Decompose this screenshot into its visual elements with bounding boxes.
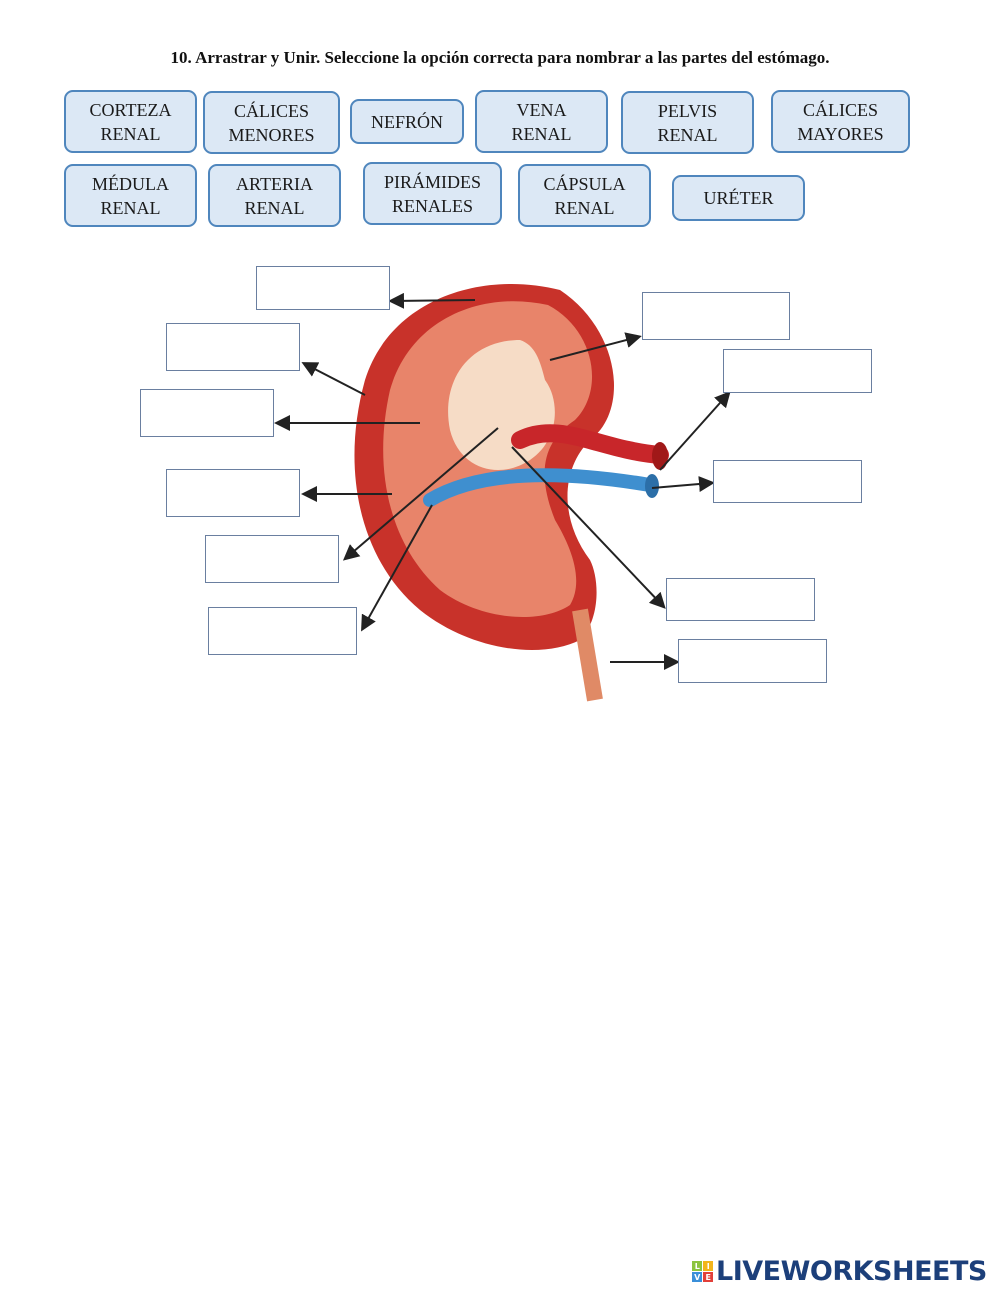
instruction-title: 10. Arrastrar y Unir. Seleccione la opci… [170,48,830,67]
option-calices-menores[interactable]: CÁLICES MENORES [203,91,340,154]
logo-letter: L [692,1261,702,1271]
option-capsula-renal[interactable]: CÁPSULA RENAL [518,164,651,227]
drop-zone-3[interactable] [140,389,274,437]
option-corteza-renal[interactable]: CORTEZA RENAL [64,90,197,153]
liveworksheets-logo: L I V E LIVEWORKSHEETS [692,1256,987,1287]
drop-zone-5[interactable] [205,535,339,583]
logo-text: LIVEWORKSHEETS [716,1256,987,1287]
option-arteria-renal[interactable]: ARTERIA RENAL [208,164,341,227]
drop-zone-10[interactable] [666,578,815,621]
drop-zone-2[interactable] [166,323,300,371]
drop-zone-7[interactable] [642,292,790,340]
option-calices-mayores[interactable]: CÁLICES MAYORES [771,90,910,153]
option-vena-renal[interactable]: VENA RENAL [475,90,608,153]
logo-letter: E [703,1272,713,1282]
logo-icon: L I V E [692,1261,713,1282]
drop-zone-8[interactable] [723,349,872,393]
option-ureter[interactable]: URÉTER [672,175,805,221]
drop-zone-6[interactable] [208,607,357,655]
kidney-diagram [274,284,731,702]
drop-zone-4[interactable] [166,469,300,517]
option-piramides-renales[interactable]: PIRÁMIDES RENALES [363,162,502,225]
drop-zone-11[interactable] [678,639,827,683]
logo-letter: I [703,1261,713,1271]
option-pelvis-renal[interactable]: PELVIS RENAL [621,91,754,154]
drop-zone-9[interactable] [713,460,862,503]
drop-zone-1[interactable] [256,266,390,310]
option-nefron[interactable]: NEFRÓN [350,99,464,144]
logo-letter: V [692,1272,702,1282]
option-medula-renal[interactable]: MÉDULA RENAL [64,164,197,227]
